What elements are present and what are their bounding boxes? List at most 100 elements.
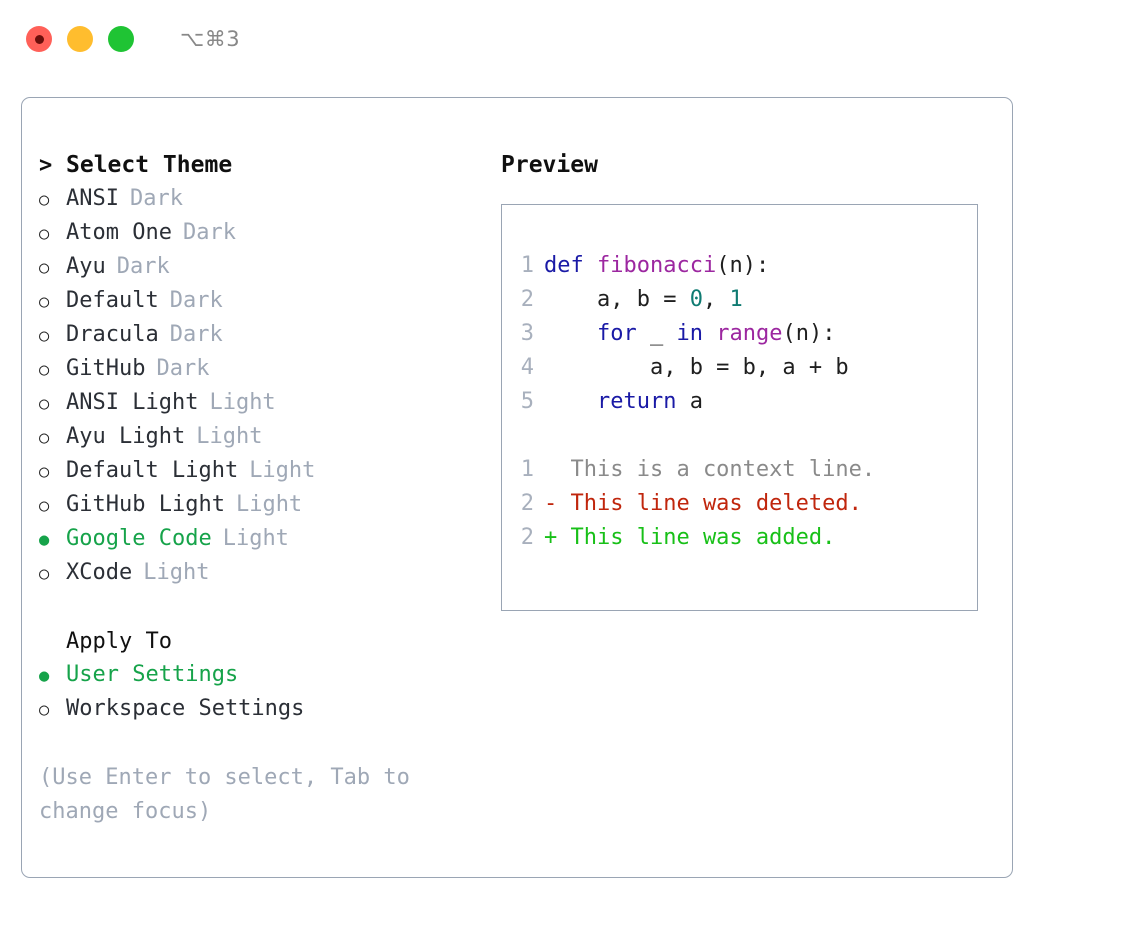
code-token-punc: , [702,287,730,312]
radio-unselected-icon[interactable]: ○ [39,462,50,482]
code-line: 1 def fibonacci(n): [502,249,977,283]
radio-unselected-icon[interactable]: ○ [39,292,50,312]
code-line-text: for _ in range(n): [544,317,835,351]
theme-variant-badge: Light [196,424,263,449]
minimize-icon[interactable] [67,26,93,52]
code-token-num: 1 [729,287,743,312]
line-number: 1 [520,253,534,278]
theme-name: XCode [66,560,133,585]
theme-name: ANSI [66,186,119,211]
preview-title: Preview [501,152,598,178]
apply-to-option-label: User Settings [66,662,239,687]
help-text: (Use Enter to select, Tab to change focu… [39,765,424,824]
window-controls [26,26,134,52]
prompt-caret-icon: > [39,153,53,178]
diff-sample: 1 This is a context line.2- This line wa… [502,453,977,555]
theme-variant-badge: Light [249,458,316,483]
code-token-var [544,389,597,414]
code-token-num: 0 [689,287,703,312]
radio-unselected-icon[interactable]: ○ [39,258,50,278]
radio-unselected-icon[interactable]: ○ [39,564,50,584]
apply-to-option-label: Workspace Settings [66,696,305,721]
code-line-text: a, b = 0, 1 [544,283,743,317]
theme-name: ANSI Light [66,390,199,415]
radio-unselected-icon[interactable]: ○ [39,224,50,244]
theme-name: Ayu Light [66,424,186,449]
line-number: 2 [520,525,534,550]
close-icon[interactable] [26,26,52,52]
theme-name: Default [66,288,159,313]
diff-line-text: - This line was deleted. [544,491,862,516]
theme-list-item[interactable]: ○ Ayu Light Light [39,420,484,454]
radio-unselected-icon[interactable]: ○ [39,190,50,210]
theme-variant-badge: Dark [156,356,210,381]
radio-unselected-icon[interactable]: ○ [39,326,50,346]
theme-name: Default Light [66,458,239,483]
theme-variant-badge: Dark [129,186,183,211]
radio-unselected-icon[interactable]: ○ [39,394,50,414]
theme-list-item[interactable]: ○ GitHub Dark [39,352,484,386]
theme-variant-badge: Light [143,560,210,585]
apply-to-options: ● User Settings ○ Workspace Settings [39,658,484,726]
code-line: 2 a, b = 0, 1 [502,283,977,317]
page-title: Select Theme [66,152,233,178]
radio-selected-icon[interactable]: ● [39,666,50,686]
theme-name: GitHub Light [66,492,225,517]
code-token-var [703,321,716,346]
code-token-punc: (n): [782,321,836,346]
apply-to-heading: ○ Apply To [39,624,484,658]
radio-unselected-icon[interactable]: ○ [39,428,50,448]
code-line-text: def fibonacci(n): [544,249,769,283]
code-token-fn: fibonacci [596,253,717,278]
line-number: 2 [520,287,534,312]
theme-name: Atom One [66,220,172,245]
apply-to-option[interactable]: ● User Settings [39,658,484,692]
code-line: 3 for _ in range(n): [502,317,977,351]
code-token-var: a, b = [544,287,690,312]
code-token-var [544,321,597,346]
radio-unselected-icon[interactable]: ○ [39,360,50,380]
apply-to-option[interactable]: ○ Workspace Settings [39,692,484,726]
line-number: 3 [520,321,534,346]
apply-to-label: Apply To [66,629,172,654]
theme-name: GitHub [66,356,146,381]
maximize-icon[interactable] [108,26,134,52]
code-token-fn: range [716,321,783,346]
code-line: 4 a, b = b, a + b [502,351,977,385]
select-theme-heading: > Select Theme [39,148,484,182]
theme-variant-badge: Light [222,526,289,551]
radio-selected-icon[interactable]: ● [39,530,50,550]
diff-line-text: + This line was added. [544,525,836,550]
diff-line: 2- This line was deleted. [502,487,977,521]
code-token-punc: (n): [716,253,770,278]
theme-name: Ayu [66,254,106,279]
code-token-kw: for [596,321,637,346]
code-spacer [502,419,977,453]
radio-unselected-icon[interactable]: ○ [39,496,50,516]
keyboard-shortcut-label: ⌥⌘3 [180,27,241,51]
code-token-var: _ [636,321,677,346]
spacer [39,590,484,624]
code-token-kw: return [596,389,677,414]
code-line-text: return a [544,385,703,419]
theme-list-item[interactable]: ○ XCode Light [39,556,484,590]
theme-list-item[interactable]: ○ Default Light Light [39,454,484,488]
radio-unselected-icon[interactable]: ○ [39,700,50,720]
code-token-var: a [676,389,703,414]
theme-list-item[interactable]: ○ ANSI Dark [39,182,484,216]
bullet-placeholder-icon: ○ [39,624,66,658]
theme-name: Dracula [66,322,159,347]
code-token-kw: in [676,321,703,346]
